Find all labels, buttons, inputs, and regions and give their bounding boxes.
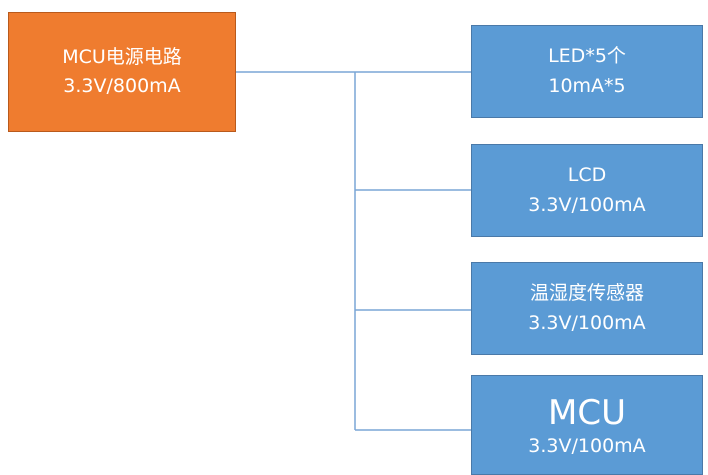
load-box-lcd: LCD 3.3V/100mA <box>471 144 703 237</box>
load-box-led: LED*5个 10mA*5 <box>471 25 703 118</box>
power-source-box: MCU电源电路 3.3V/800mA <box>8 12 236 132</box>
power-source-title: MCU电源电路 <box>62 45 182 68</box>
load-spec-lcd: 3.3V/100mA <box>528 193 646 216</box>
load-spec-led: 10mA*5 <box>548 74 626 97</box>
load-box-mcu: MCU 3.3V/100mA <box>471 375 703 475</box>
load-title-lcd: LCD <box>567 164 607 187</box>
load-box-sensor: 温湿度传感器 3.3V/100mA <box>471 262 703 355</box>
power-source-spec: 3.3V/800mA <box>63 75 181 97</box>
load-title-sensor: 温湿度传感器 <box>529 282 644 305</box>
connector-lines <box>236 71 471 431</box>
load-title-mcu: MCU <box>548 393 626 433</box>
load-spec-sensor: 3.3V/100mA <box>528 311 646 334</box>
load-spec-mcu: 3.3V/100mA <box>528 435 646 458</box>
load-title-led: LED*5个 <box>548 45 626 68</box>
